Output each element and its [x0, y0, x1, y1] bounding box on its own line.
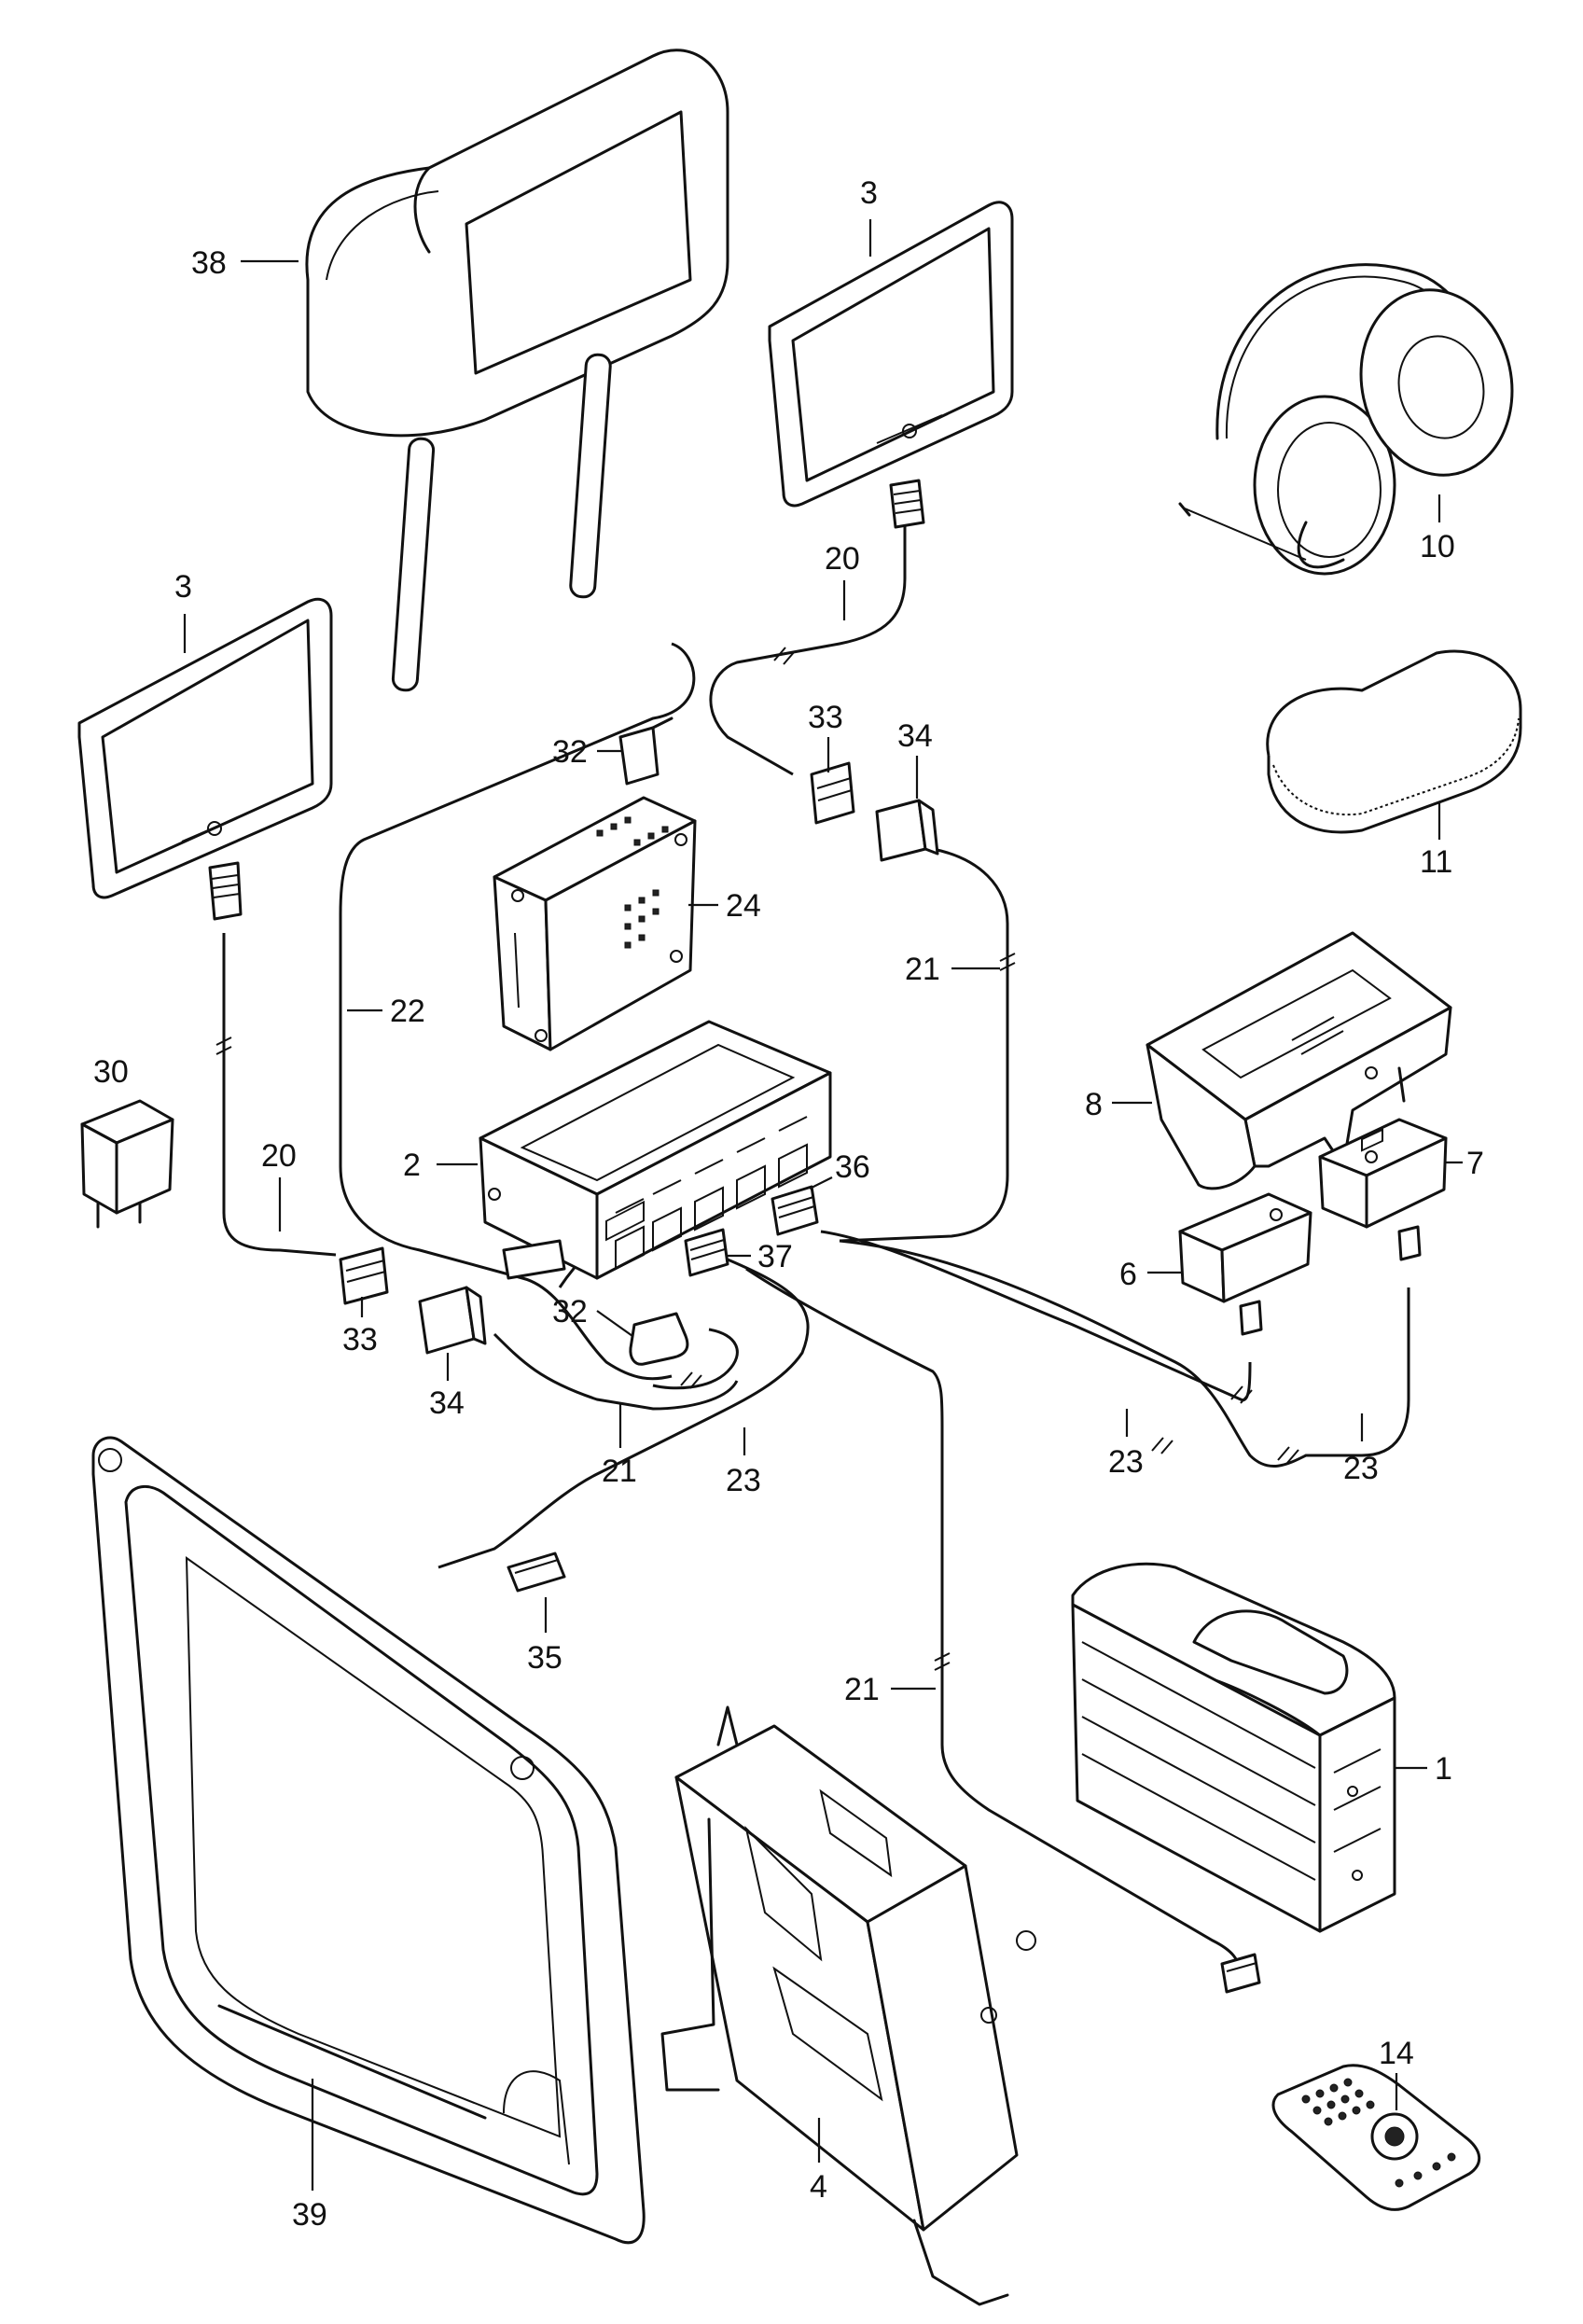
callout-30: 30: [93, 1054, 129, 1090]
relay: [80, 1099, 174, 1229]
connector-bottom: [1220, 1953, 1261, 1994]
callout-22: 22: [390, 994, 425, 1029]
antenna-connector-top: [618, 717, 673, 786]
leader-lines: [183, 219, 1463, 2191]
callout-24: 24: [726, 888, 761, 924]
callout-23-mid: 23: [726, 1463, 761, 1498]
callout-20-left: 20: [261, 1138, 297, 1174]
callout-38: 38: [191, 245, 227, 281]
switch-unit-6: [1178, 1192, 1312, 1336]
callout-3-top: 3: [860, 175, 878, 211]
callout-7: 7: [1466, 1146, 1484, 1181]
dvd-player: [1071, 1562, 1396, 1933]
monitor-left: [77, 597, 333, 921]
antenna-connector-mid: [629, 1312, 689, 1366]
connector-36: [771, 1185, 819, 1236]
remote-control: [1271, 2064, 1481, 2211]
monitor-top: [768, 201, 1014, 529]
callout-33-left: 33: [342, 1322, 378, 1357]
callout-14: 14: [1379, 2036, 1414, 2071]
switch-unit-7: [1318, 1118, 1448, 1261]
callout-33-top: 33: [808, 700, 843, 735]
headrest-display: [305, 49, 729, 692]
callout-20-top: 20: [825, 541, 860, 577]
callout-32-top: 32: [552, 734, 588, 770]
callout-23-r2: 23: [1343, 1451, 1379, 1486]
callout-35: 35: [527, 1640, 562, 1676]
connector-33-left: [339, 1246, 389, 1305]
callout-36: 36: [835, 1149, 870, 1185]
callout-21-mid: 21: [602, 1454, 637, 1489]
mounting-bracket: [660, 1705, 1036, 2306]
headphones: [1178, 263, 1514, 576]
callout-4: 4: [810, 2169, 827, 2205]
connector-34-top: [875, 799, 939, 862]
callout-39: 39: [292, 2197, 327, 2233]
callout-1: 1: [1435, 1751, 1452, 1787]
callout-10: 10: [1420, 529, 1455, 564]
callout-34-left: 34: [429, 1385, 465, 1421]
callout-11: 11: [1420, 844, 1452, 880]
callout-3-left: 3: [174, 569, 192, 605]
callout-23-r1: 23: [1108, 1444, 1144, 1480]
headphone-case: [1266, 649, 1522, 834]
callout-21-low: 21: [844, 1672, 880, 1707]
cable-break-marks: [215, 647, 1299, 1671]
control-unit: [479, 1020, 832, 1280]
connector-34-left: [418, 1286, 487, 1355]
connector-37: [684, 1228, 729, 1277]
tv-tuner-unit: [493, 796, 697, 1051]
callout-8: 8: [1085, 1087, 1103, 1122]
callout-37: 37: [757, 1239, 793, 1274]
callout-21-right: 21: [905, 952, 940, 987]
callout-32-mid: 32: [552, 1294, 588, 1329]
connector-33-top: [810, 761, 855, 825]
seat-back-panel: [91, 1436, 646, 2245]
switch-housing: [1146, 931, 1452, 1190]
callout-34-top: 34: [897, 718, 933, 754]
callout-labels: 38 3 3 10 11 20 20 33 33 34 34 32 32 24 …: [93, 175, 1484, 2233]
connector-35: [507, 1552, 566, 1593]
callout-6: 6: [1119, 1257, 1137, 1292]
callout-2: 2: [403, 1148, 421, 1183]
